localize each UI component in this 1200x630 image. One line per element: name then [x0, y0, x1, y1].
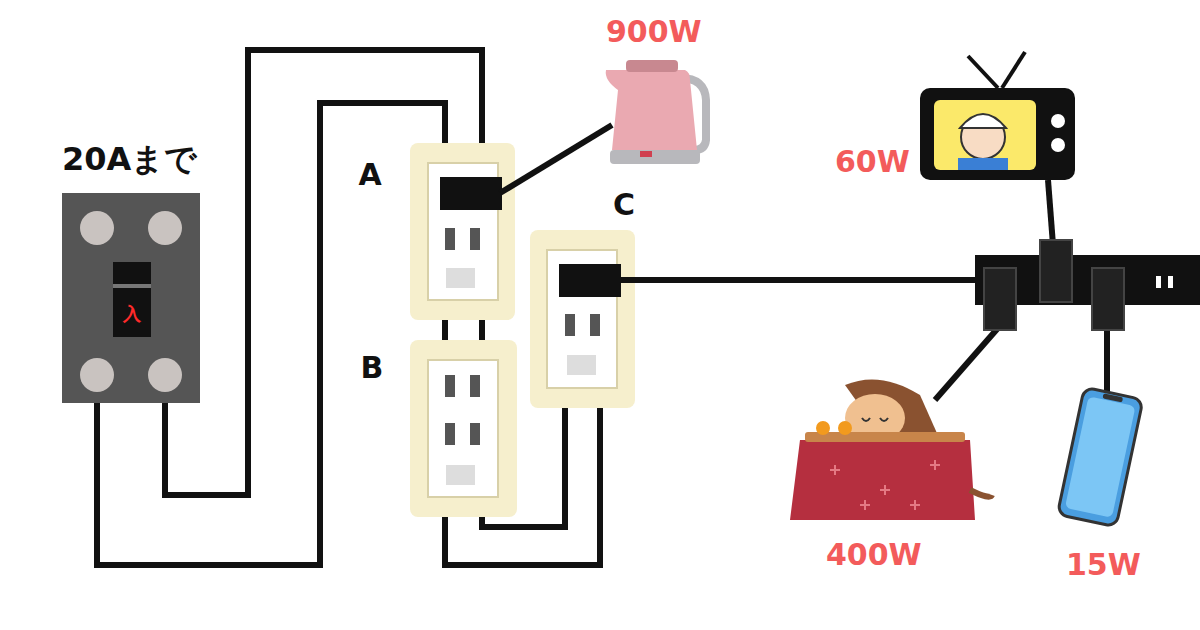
- kotatsu-illustration: [862, 418, 888, 421]
- tv-illustration: [958, 158, 1008, 170]
- outlet-plate: [470, 375, 480, 397]
- power-strip: [984, 268, 1016, 330]
- kotatsu-illustration: [970, 490, 992, 497]
- wattage-label: 15W: [1066, 550, 1141, 580]
- tv-illustration: [1051, 114, 1065, 128]
- breaker-body: [148, 211, 182, 245]
- breaker-body: [113, 284, 151, 288]
- power-strip: [1168, 276, 1173, 288]
- outlet-plate: [428, 360, 498, 497]
- outlet-letter: C: [613, 190, 635, 220]
- breaker-body: [80, 358, 114, 392]
- plug-cord: [500, 125, 612, 193]
- outlet-plate: [565, 314, 575, 336]
- kettle-illustration: [606, 60, 706, 164]
- kotatsu-illustration: [790, 379, 992, 520]
- power-strip: [1092, 268, 1124, 330]
- breaker-box: 20Aまで入: [62, 193, 200, 403]
- tv-illustration: [1051, 138, 1065, 152]
- kettle-illustration: [626, 60, 678, 72]
- outlet-plate: [590, 314, 600, 336]
- outlet-plate: [470, 423, 480, 445]
- plug: [559, 264, 621, 297]
- outlet-plate: [410, 143, 515, 320]
- outlet-plate: [445, 423, 455, 445]
- power-strip: [975, 240, 1200, 330]
- tv-illustration: [960, 114, 1006, 128]
- kotatsu-illustration: [816, 421, 830, 435]
- outlet-plate: [470, 228, 480, 250]
- phone-illustration: [1065, 396, 1136, 517]
- phone-illustration: [1102, 393, 1123, 402]
- tv-illustration: [961, 115, 1005, 159]
- phone-illustration: [1057, 387, 1143, 527]
- switch-label: 入: [123, 305, 141, 323]
- power-strip: [1156, 276, 1161, 288]
- breaker-body: [113, 262, 151, 337]
- phone-illustration: [1057, 387, 1143, 527]
- power-strip: [1040, 240, 1072, 302]
- kettle-illustration: [610, 150, 700, 164]
- outlet-plate: [445, 375, 455, 397]
- plug-cord: [1048, 180, 1053, 245]
- kotatsu-illustration: [830, 460, 940, 510]
- wattage-label: 900W: [606, 17, 702, 47]
- plug-cord: [935, 328, 998, 400]
- kettle-illustration: [606, 70, 697, 150]
- outlet-plate: [446, 465, 475, 485]
- breaker-title: 20Aまで: [62, 143, 197, 175]
- wattage-label: 400W: [826, 540, 922, 570]
- tv-illustration: [934, 100, 1036, 170]
- tv-illustration: [920, 52, 1075, 180]
- breaker-body: [62, 193, 200, 403]
- kotatsu-illustration: [790, 440, 975, 520]
- outlet-letter: A: [358, 160, 381, 190]
- kotatsu-illustration: [805, 432, 965, 442]
- outlet-plate: [440, 177, 502, 210]
- outlet-plate: [446, 268, 475, 288]
- outlet-plate: [410, 340, 517, 517]
- outlet-a: A: [410, 143, 515, 320]
- wire: [479, 320, 485, 340]
- plug-cord: [1104, 328, 1110, 395]
- outlet-plate: [410, 143, 515, 320]
- outlet-plate: [410, 340, 517, 517]
- plug-cord: [621, 277, 975, 283]
- outlet-plate: [445, 228, 455, 250]
- breaker-body: [62, 193, 200, 403]
- breaker-body: [80, 211, 114, 245]
- outlet-b: B: [410, 340, 517, 517]
- kettle-illustration: [640, 151, 652, 157]
- outlet-letter: B: [361, 353, 384, 383]
- tv-illustration: [968, 56, 998, 88]
- wire: [442, 320, 448, 340]
- breaker-switch: [113, 290, 151, 337]
- outlet-c: C: [530, 230, 635, 408]
- outlet-plate: [530, 230, 635, 408]
- kotatsu-illustration: [838, 421, 852, 435]
- tv-illustration: [1002, 52, 1025, 88]
- outlet-plate: [530, 230, 635, 408]
- wattage-label: 60W: [835, 147, 910, 177]
- tv-illustration: [920, 88, 1075, 180]
- outlet-plate: [567, 355, 596, 375]
- kotatsu-illustration: [830, 460, 940, 510]
- breaker-body: [148, 358, 182, 392]
